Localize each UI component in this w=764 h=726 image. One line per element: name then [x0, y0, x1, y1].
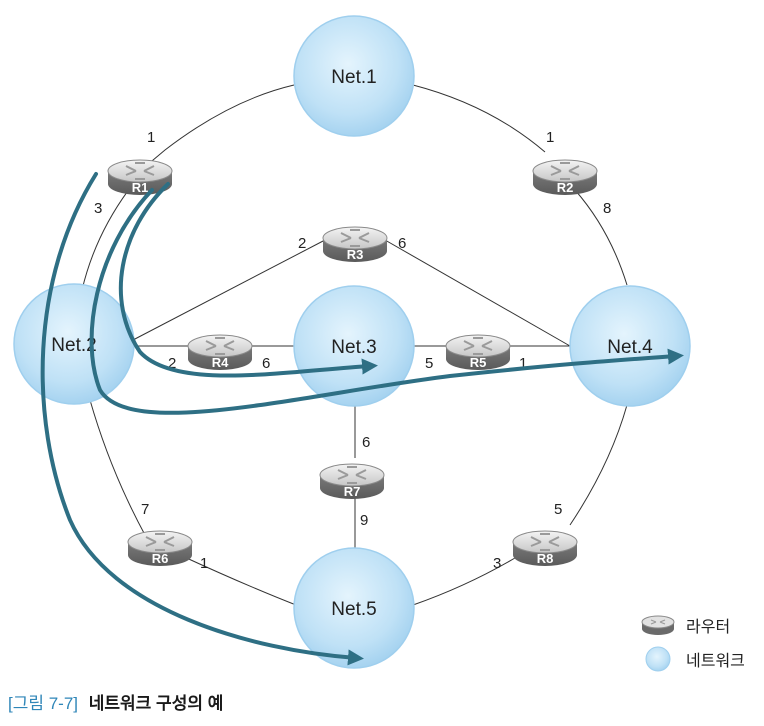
cost-r5-net4: 1: [519, 355, 527, 372]
router-r5-label: R5: [470, 355, 487, 370]
link-r1-net1: [139, 84, 295, 172]
link-net2-r3: [132, 239, 326, 341]
cost-r7-net5: 9: [360, 512, 368, 529]
network-diagram: Net.1 Net.2 Net.3 Net.4 Net.5 R1 R2 R3 R…: [13, 15, 691, 669]
router-r4-label: R4: [212, 355, 229, 370]
router-r3: R3: [322, 226, 388, 263]
legend-router: 라우터: [640, 608, 745, 642]
link-cost-labels: 1 3 1 8 2 6 2 6 5 1 6 9 7 1 3 5: [94, 129, 611, 572]
route-arrow-to-net4: [89, 188, 684, 415]
network-net3: Net.3: [293, 285, 415, 407]
router-r6-label: R6: [152, 551, 169, 566]
link-net5-r8: [412, 554, 521, 606]
router-r1: R1: [107, 159, 173, 196]
network-net5: Net.5: [293, 547, 415, 669]
net2-label: Net.2: [51, 335, 96, 356]
router-r6: R6: [127, 530, 193, 567]
router-r4: R4: [187, 334, 253, 371]
link-r2-net1: [412, 84, 546, 153]
cost-r1-net2: 3: [94, 200, 102, 217]
link-r1-net2: [81, 187, 131, 291]
network-net1: Net.1: [293, 15, 415, 137]
net5-label: Net.5: [331, 599, 376, 620]
net1-label: Net.1: [331, 67, 376, 88]
network-icon: [645, 646, 671, 672]
network-net4: Net.4: [569, 285, 691, 407]
link-r3-net4: [384, 239, 571, 347]
link-net2-r6: [89, 399, 146, 536]
figure-caption: [그림 7-7] 네트워크 구성의 예: [8, 689, 223, 714]
router-r2-label: R2: [557, 180, 574, 195]
router-r7-label: R7: [344, 484, 361, 499]
net3-label: Net.3: [331, 337, 376, 358]
cost-r4-net3: 6: [262, 355, 270, 372]
router-r1-label: R1: [132, 180, 149, 195]
link-r2-net4: [574, 189, 628, 286]
network-net2: Net.2: [13, 283, 135, 405]
cost-r1-net1: 1: [147, 129, 155, 146]
cost-r5-net3: 5: [425, 355, 433, 372]
cost-r2-net1: 1: [546, 129, 554, 146]
router-r5: R5: [445, 334, 511, 371]
router-r7: R7: [319, 463, 385, 500]
link-r8-net4: [569, 404, 628, 526]
router-r8-label: R8: [537, 551, 554, 566]
route-arrows: [40, 172, 684, 666]
link-r6-net5: [179, 554, 297, 606]
figure-title: 네트워크 구성의 예: [88, 694, 224, 713]
cost-r6-net2: 7: [141, 501, 149, 518]
net4-label: Net.4: [607, 337, 653, 358]
cost-r8-net5: 3: [493, 555, 501, 572]
cost-r8-net4: 5: [554, 501, 562, 518]
router-icon: [641, 615, 675, 635]
router-r3-label: R3: [347, 247, 364, 262]
cost-r3-net2: 2: [298, 235, 306, 252]
router-r2: R2: [532, 159, 598, 196]
legend-network: 네트워크: [640, 642, 745, 676]
legend-network-label: 네트워크: [686, 653, 745, 670]
cost-r6-net5: 1: [200, 555, 208, 572]
router-r8: R8: [512, 530, 578, 567]
route-arrow-to-net3: [118, 182, 378, 378]
cost-r7-net3: 6: [362, 434, 370, 451]
cost-r4-net2: 2: [168, 355, 176, 372]
figure-number: [그림 7-7]: [8, 694, 79, 713]
cost-r3-net4: 6: [398, 235, 406, 252]
legend: 라우터 네트워크: [640, 608, 745, 676]
network-links: [81, 84, 628, 606]
route-arrow-to-net5: [40, 172, 364, 666]
cost-r2-net4: 8: [603, 200, 611, 217]
legend-router-label: 라우터: [686, 619, 731, 636]
